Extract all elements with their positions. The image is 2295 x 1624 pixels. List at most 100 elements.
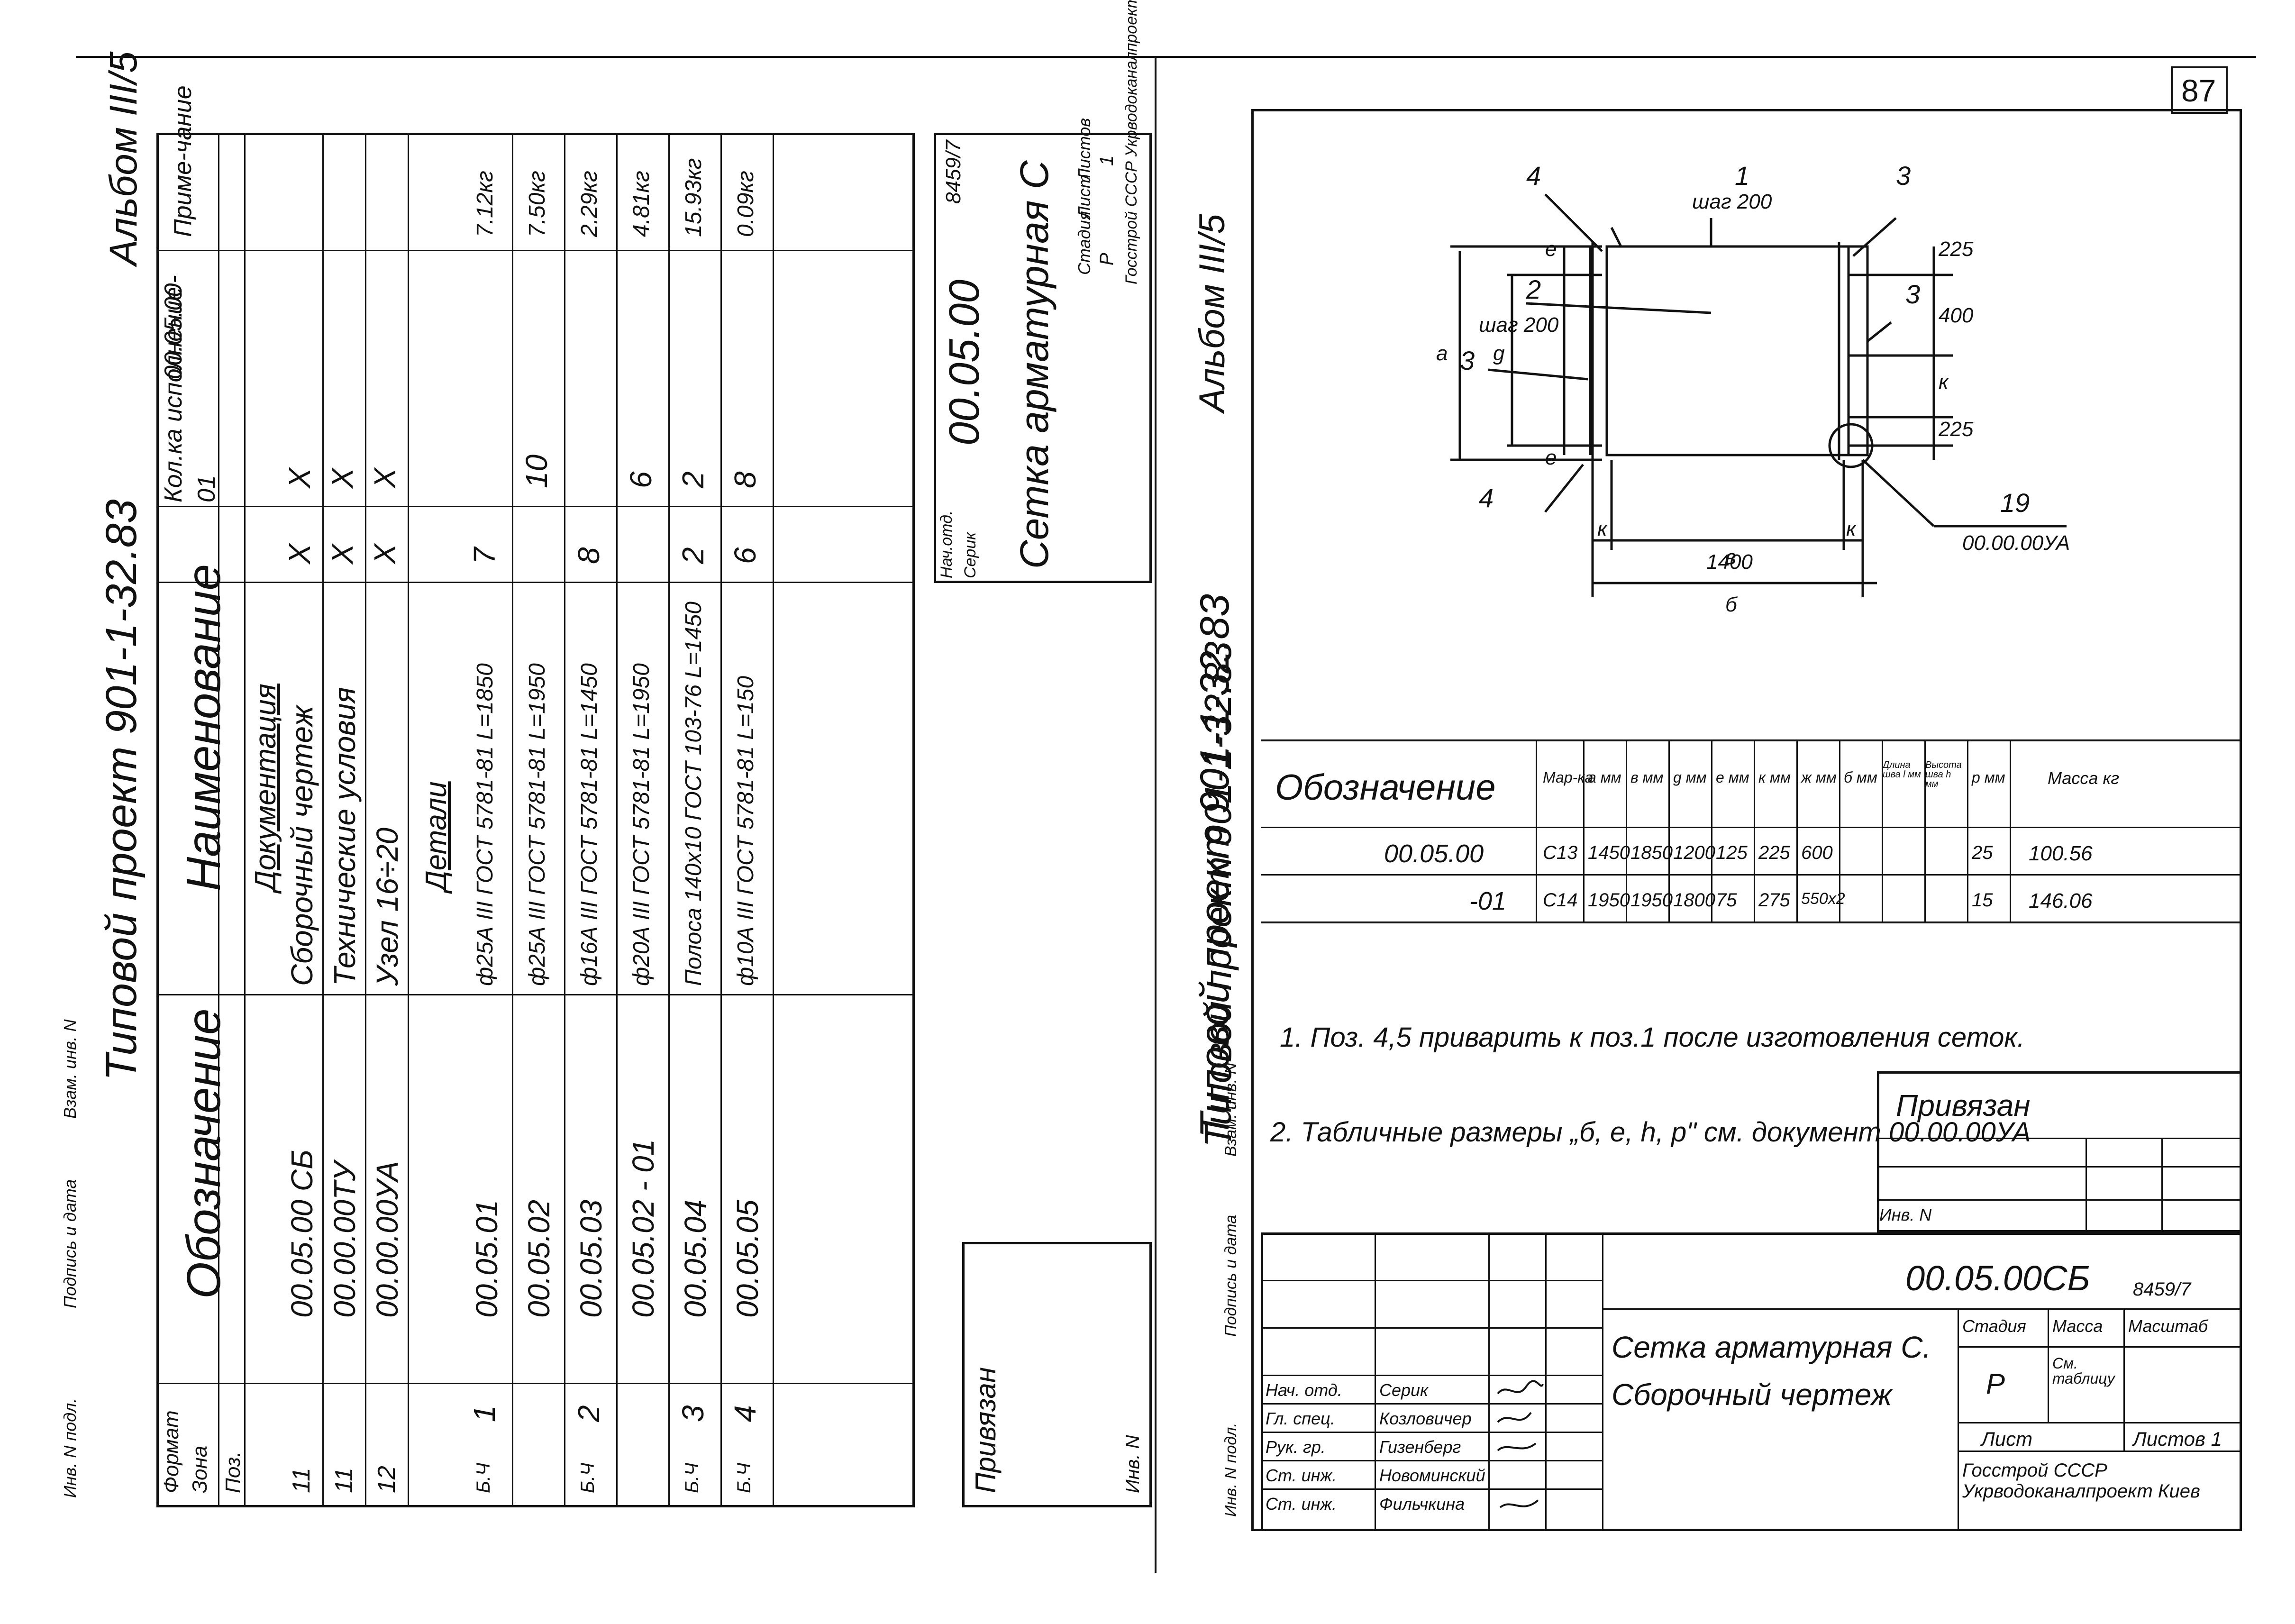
- left-tb-stage-h: Стадия: [1075, 211, 1094, 275]
- left-tb-stage: Р: [1096, 253, 1117, 265]
- right-tb-title-1: Сетка арматурная С.: [1612, 1330, 1931, 1364]
- th-g: g мм: [1673, 769, 1707, 786]
- left-tb-code: 00.05.00: [941, 279, 988, 446]
- right-staff-0-name: Серик: [1379, 1380, 1429, 1400]
- table-row: -01 С14 1950 1950 1800 75 275 550х2 15 1…: [1469, 887, 2093, 915]
- table-row: Б.Ч 1 00.05.01 ф25А III ГОСТ 5781-81 L=1…: [460, 133, 513, 1507]
- mesh-drawing: 4 1 3 2 3 3 4 19 шаг 200 шаг 200 00.00.0…: [1436, 161, 2070, 616]
- dim-g: g: [1493, 342, 1505, 365]
- dim-k-right: к: [1939, 370, 1949, 393]
- right-privyazan: [1877, 1071, 2242, 1232]
- dim-225-bottom: 225: [1938, 418, 1974, 441]
- page-number: 87: [2181, 73, 2216, 108]
- left-side-label-0: Инв. N подл.: [60, 1398, 80, 1498]
- col-format: Формат: [160, 1410, 183, 1493]
- left-inv-no: Инв. N: [1122, 1435, 1143, 1493]
- th-b: в мм: [1630, 769, 1664, 786]
- dim-e-bottom: e: [1545, 446, 1557, 469]
- right-tb-title-2: Сборочный чертеж: [1612, 1378, 1892, 1412]
- callout-2: 2: [1526, 274, 1541, 304]
- left-side-label-1: Подпись и дата: [60, 1179, 80, 1308]
- callout-19: 19: [2000, 488, 2030, 518]
- table-row: Б.Ч 4 00.05.05 ф10А III ГОСТ 5781-81 L=1…: [720, 133, 774, 1507]
- note-2: 2. Табличные размеры „б, е, h, р" см. до…: [1270, 1117, 2031, 1148]
- col-zone: Зона: [188, 1445, 211, 1493]
- th-p: р мм: [1972, 769, 2005, 786]
- left-tb-sheets-h: Листов: [1075, 118, 1094, 180]
- ref-doc: 00.00.00УА: [1962, 531, 2070, 555]
- callout-3-left: 3: [1460, 346, 1475, 375]
- table-row: 00.05.00 С13 1450 1850 1200 125 225 600 …: [1384, 839, 2093, 868]
- left-tb-staff-0: Нач.отд.: [938, 510, 956, 578]
- right-staff-3-role: Ст. инж.: [1266, 1466, 1337, 1485]
- mesh-outline: [1605, 245, 1869, 456]
- step-top: шаг 200: [1692, 190, 1772, 213]
- right-tb-mass: См. таблицу: [2052, 1355, 2115, 1387]
- table-row: 00.05.02 ф25А III ГОСТ 5781-81 L=1950 10…: [512, 133, 565, 1507]
- right-tb-sheets: Листов 1: [2133, 1428, 2222, 1450]
- th-mark: Мар-ка: [1543, 769, 1594, 786]
- right-tb-mass-h: Масса: [2052, 1316, 2103, 1336]
- right-tb-sheet: Лист: [1981, 1428, 2033, 1450]
- left-project: Типовой проект 901-1-32.83: [97, 499, 146, 1081]
- right-tb-code: 00.05.00СБ: [1905, 1259, 2090, 1298]
- table-row: 11 00.05.00 СБ Сборочный чертеж X X: [280, 133, 324, 1507]
- right-tb-scale-h: Масштаб: [2128, 1316, 2208, 1336]
- th-e: е мм: [1716, 769, 1749, 786]
- left-album: Альбом III/5: [102, 51, 145, 265]
- right-inv-no: Инв. N: [1879, 1205, 1932, 1224]
- section-parts: Детали: [420, 781, 453, 891]
- table-row: Б.Ч 3 00.05.04 Полоса 140х10 ГОСТ 103-76…: [668, 133, 722, 1507]
- dim-b: в: [1725, 546, 1736, 569]
- right-tb-stage-h: Стадия: [1962, 1316, 2026, 1336]
- right-staff-3-name: Новоминский: [1379, 1466, 1485, 1485]
- col-pos: Поз.: [221, 1451, 245, 1493]
- dim-e-top: e: [1545, 237, 1557, 261]
- col-exec-base: 00.05.00-: [160, 275, 187, 379]
- callout-3-top: 3: [1896, 161, 1911, 191]
- th-mass: Масса кг: [2048, 768, 2120, 788]
- marks-table: Обозначение Мар-ка а мм в мм g мм е мм к…: [1261, 739, 2242, 923]
- signatures: [1497, 1380, 1544, 1508]
- table-row: 00.05.02 - 01 ф20А III ГОСТ 5781-81 L=19…: [616, 133, 670, 1507]
- dim-a: а: [1436, 342, 1448, 365]
- right-staff-1-role: Гл. спец.: [1266, 1409, 1335, 1428]
- left-tb-staff-0n: Серик: [961, 532, 979, 578]
- th-k: к мм: [1758, 769, 1791, 786]
- right-privyazan-label: Привязан: [1896, 1088, 2031, 1122]
- left-privyazan-label: Привязан: [970, 1367, 1002, 1493]
- th-zh: ж мм: [1801, 769, 1837, 786]
- dim-225-top: 225: [1938, 237, 1974, 261]
- table-row: 11 00.00.00ТУ Технические условия X X: [322, 133, 366, 1507]
- right-staff-1-name: Козловичер: [1379, 1409, 1472, 1428]
- table-row: Б.Ч 2 00.05.03 ф16А III ГОСТ 5781-81 L=1…: [564, 133, 618, 1507]
- callout-4-top: 4: [1526, 161, 1541, 191]
- th-designation: Обозначение: [1275, 767, 1496, 808]
- th-l: Длина шва l мм: [1883, 760, 1921, 780]
- note-1: 1. Поз. 4,5 приварить к поз.1 после изго…: [1280, 1022, 2025, 1053]
- callout-4-bottom: 4: [1479, 483, 1494, 513]
- step-left: шаг 200: [1479, 313, 1559, 337]
- right-staff-2-name: Гизенберг: [1379, 1437, 1461, 1457]
- left-tb-number: 8459/7: [942, 140, 965, 204]
- top-rule: [76, 56, 2256, 58]
- right-staff-0-role: Нач. отд.: [1266, 1380, 1342, 1400]
- left-tb-org: Госстрой СССР Укрводоканалпроект Киев: [1122, 0, 1140, 284]
- dim-bb: б: [1725, 593, 1738, 616]
- right-staff-4-name: Фильчкина: [1379, 1494, 1465, 1514]
- right-title-block: [1261, 1232, 2242, 1531]
- col-exec-01: 01: [193, 475, 220, 502]
- callout-3-right: 3: [1905, 279, 1920, 309]
- left-tb-sheet-h: Лист: [1075, 174, 1094, 218]
- right-tb-number: 8459/7: [2133, 1279, 2191, 1300]
- right-tb-org: Госстрой СССР Укрводоканалпроект Киев: [1962, 1460, 2200, 1502]
- dim-1400: 1400: [1706, 550, 1753, 574]
- dim-k-left: к: [1597, 517, 1608, 540]
- section-docs: Документация: [249, 684, 282, 891]
- right-staff-2-role: Рук. гр.: [1266, 1437, 1326, 1457]
- col-designation: Обозначение: [177, 1008, 230, 1299]
- table-row: 12 00.00.00УА Узел 16÷20 X X: [365, 133, 409, 1507]
- col-name: Наименование: [177, 564, 230, 891]
- th-a: а мм: [1588, 769, 1621, 786]
- right-staff-4-role: Ст. инж.: [1266, 1494, 1337, 1514]
